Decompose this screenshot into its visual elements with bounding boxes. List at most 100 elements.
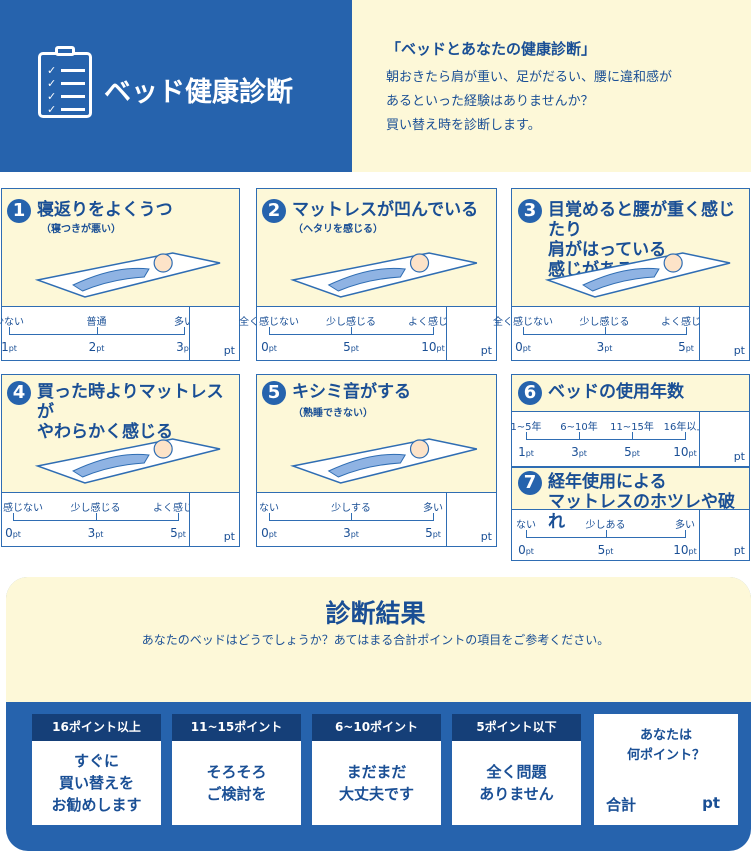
scale-tick [95,513,97,521]
results-description: あなたのベッドはどうでしょうか？あてはまる合計ポイントの項目をご参考ください。 [141,633,610,647]
scale-points: 5pt [624,445,640,459]
point-unit: pt [522,344,531,353]
scale-label: ない [516,520,536,531]
scale-tick [605,530,607,538]
point-unit: pt [8,344,17,353]
scale-axis [9,334,184,335]
scale-tick [13,513,14,521]
result-card-5-below: 5ポイント以下 全く問題 ありません [452,714,581,825]
point-unit: pt [525,449,534,458]
scale-label: 1~5年 [510,422,542,433]
scale-tick [632,432,633,440]
question-title: 経年使用による マットレスのホツレや破れ [548,472,735,532]
point-unit: pt [96,344,105,353]
sleeping-person-illustration [290,438,478,484]
sleeping-person-illustration [34,252,221,298]
scale-label: ない [259,503,279,514]
scale-points: 2pt [89,340,105,354]
results-title: 診断結果 [325,599,426,628]
scale-label: よく感じる [661,317,711,328]
scale-tick [351,327,352,335]
answer-box[interactable]: pt [189,307,239,360]
point-value: 2 [88,340,97,354]
scale-label: よく感じる [408,317,458,328]
question-number: 5 [262,381,286,405]
header-banner [0,0,352,172]
total-question: あなたは 何ポイント？ [626,728,705,763]
answer-box[interactable]: pt [699,307,749,360]
point-value: 10 [673,543,689,557]
results-arrow [6,577,751,702]
scale-tick [96,327,98,335]
scale-points: 0pt [261,526,277,540]
answer-box[interactable]: pt [189,493,239,546]
point-value: 10 [421,340,437,354]
scale-points: 5pt [425,526,441,540]
point-value: 1 [1,340,9,354]
header-intro [352,0,751,172]
scale-points: 5pt [170,526,186,540]
scale-points: 3pt [597,340,613,354]
question-number: 1 [7,199,31,223]
scale-tick [178,513,179,521]
scale-points: 5pt [678,340,694,354]
answer-box[interactable]: pt [446,307,496,360]
question-number: 6 [518,381,542,405]
question-number: 4 [7,381,31,405]
point-unit: pt [688,547,697,556]
point-value: 5 [678,340,686,354]
point-unit: pt [12,530,21,539]
scale-label: 少し感じる [579,317,630,328]
scale-points: 0pt [518,543,534,557]
point-unit: pt [268,530,277,539]
intro-heading: 「ベッドとあなたの健康診断」 [386,40,597,58]
scale-tick [351,513,352,521]
point-value: 3 [87,526,96,540]
point-value: 0 [518,543,526,557]
result-card-11-15: 11~15ポイント そろそろ ご検討を [172,714,301,825]
question-illustration-area [512,468,749,510]
scale-tick [9,327,10,335]
point-unit: pt [350,344,359,353]
result-card-6-10: 6~10ポイント まだまだ 大丈夫です [312,714,441,825]
point-value: 5 [597,543,606,557]
question-title: ベッドの使用年数 [548,382,684,402]
question-number: 2 [262,199,286,223]
point-unit: pt [685,344,694,353]
answer-box[interactable]: pt [446,493,496,546]
scale-points: 0pt [515,340,531,354]
scale-label: 11~15年 [610,422,654,433]
scale-axis [523,334,686,335]
question-title: キシミ音がする [292,382,411,402]
point-unit: pt [688,449,697,458]
scale-tick [526,530,527,538]
scale-points: 0pt [261,340,277,354]
point-unit: pt [631,449,640,458]
scale-points: 10pt [673,445,697,459]
point-value: 1 [518,445,526,459]
scale-tick [685,432,686,440]
scale-points: 3pt [176,340,192,354]
point-unit: pt [177,530,186,539]
scale-points: 10pt [421,340,445,354]
point-unit: pt [525,547,534,556]
scale-tick [269,513,270,521]
scale-label: 6~10年 [560,422,598,433]
result-range: 5ポイント以下 [452,714,581,741]
question-subtitle: （熟睡できない） [293,408,373,419]
result-advice: 全く問題 ありません [479,763,554,803]
scale-label: 少ない [0,317,24,328]
scale-points: 3pt [88,526,104,540]
scale-tick [685,530,686,538]
result-card-16plus: 16ポイント以上 すぐに 買い替えを お勧めします [32,714,161,825]
scale-label: よく感じる [153,503,203,514]
answer-box[interactable]: pt [699,510,749,560]
point-value: 10 [673,445,689,459]
point-value: 3 [571,445,579,459]
scale-tick [184,327,185,335]
answer-box[interactable]: pt [699,412,749,466]
